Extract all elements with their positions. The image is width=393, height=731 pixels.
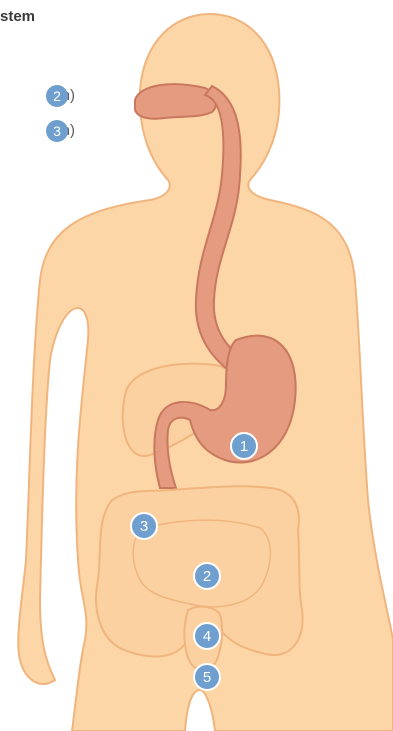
marker-1: 1 [231,433,257,459]
legend-item-2-badge: 2 [46,85,68,107]
diagram-title: stem [0,8,35,25]
marker-2: 2 [194,563,220,589]
oral-cavity [135,84,216,119]
marker-3: 3 [131,513,157,539]
svg-text:2: 2 [203,568,211,585]
marker-4: 4 [194,623,220,649]
svg-text:1: 1 [240,438,248,455]
svg-text:3: 3 [140,518,148,535]
marker-5: 5 [194,664,220,690]
svg-text:5: 5 [203,669,211,686]
svg-text:4: 4 [203,628,211,645]
legend-item-3-badge: 3 [46,120,68,142]
